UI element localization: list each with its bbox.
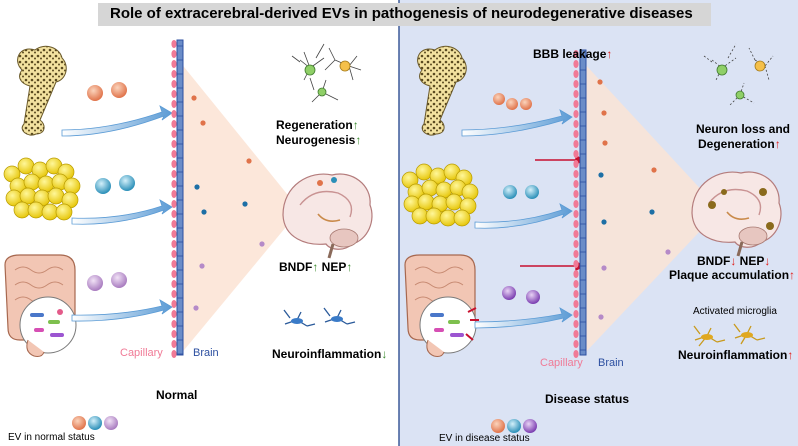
gut-icon-right: [404, 254, 479, 357]
arrow-gut-right: [474, 307, 573, 329]
fat-tissue-icon: [3, 157, 81, 221]
left-barrier: [171, 39, 184, 358]
regeneration-text: Regeneration↑: [276, 118, 359, 132]
plaque-accumulation-text: Plaque accumulation↑: [669, 268, 796, 282]
right-cone: [583, 62, 720, 355]
capillary-label-left: Capillary: [120, 347, 163, 359]
neuroinflammation-text-right: Neuroinflammation↑: [678, 348, 794, 362]
ev-pair-gut-left: [87, 272, 127, 291]
left-cone: [180, 62, 300, 355]
capillary-label-right: Capillary: [540, 357, 583, 369]
arrow-bone-left: [61, 105, 173, 137]
brain-icon-right: [691, 171, 782, 257]
right-barrier: [573, 49, 587, 358]
arrow-fat-right: [474, 203, 573, 229]
bndf-nep-text-right: BNDF↓ NEP↓: [697, 254, 771, 268]
arrow-bone-right: [461, 109, 573, 137]
title-bg: [98, 3, 711, 26]
legend-normal-label: EV in normal status: [8, 432, 95, 443]
brain-icon-left: [282, 173, 373, 259]
brain-label-right: Brain: [598, 357, 624, 369]
legend-ev-normal: [72, 416, 118, 430]
neurogenesis-text: Neurogenesis↑: [276, 133, 362, 147]
bndf-nep-text-left: BNDF↑ NEP↑: [279, 260, 353, 274]
ev-pair-fat-left: [95, 175, 135, 194]
brain-label-left: Brain: [193, 347, 219, 359]
ev-pair-fat-right: [503, 185, 539, 199]
bbb-leakage-text: BBB leakage↑: [533, 47, 613, 61]
ev-pair-bone-right: [493, 93, 532, 110]
bone-icon: [17, 45, 67, 136]
bone-icon-right: [417, 45, 467, 136]
neuroinflammation-text-left: Neuroinflammation↓: [272, 347, 388, 361]
activated-microglia-label: Activated microglia: [693, 306, 777, 317]
ev-pair-bone-left: [87, 82, 127, 101]
legend-disease-label: EV in disease status: [439, 433, 530, 444]
degeneration-text: Degeneration↑: [698, 137, 781, 151]
disease-status-label: Disease status: [545, 392, 630, 406]
figure-title: Role of extracerebral-derived EVs in pat…: [110, 5, 693, 22]
arrow-gut-left: [71, 299, 173, 322]
arrow-fat-left: [71, 199, 173, 225]
fat-tissue-icon-right: [401, 163, 479, 227]
legend-ev-disease: [491, 419, 537, 433]
normal-status-label: Normal: [156, 388, 198, 402]
ev-pair-gut-right: [502, 286, 540, 304]
gut-icon: [4, 254, 77, 357]
neuron-loss-text: Neuron loss and: [696, 122, 791, 136]
